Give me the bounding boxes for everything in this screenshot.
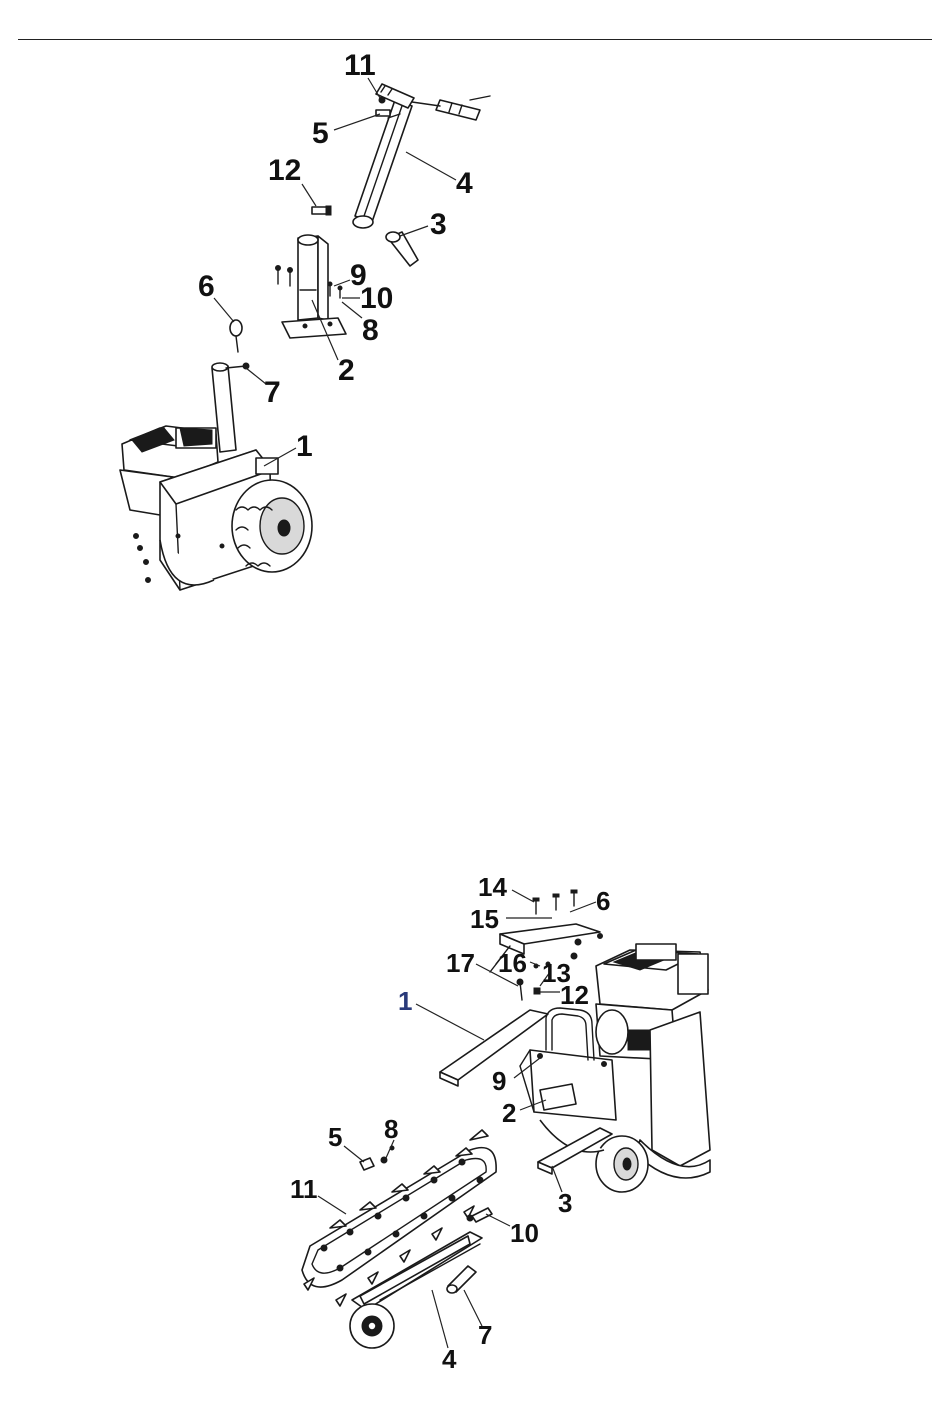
callout-14: 14	[478, 872, 507, 902]
handle-assembly-diagram: 11 5 4 12 3 9 10 8 6 2 7 1	[0, 0, 950, 620]
callout-12: 12	[560, 980, 589, 1010]
callout-4: 4	[456, 167, 473, 200]
callout-7: 7	[264, 376, 281, 409]
callout-6: 6	[596, 886, 610, 916]
callout-10: 10	[360, 282, 393, 315]
part-bolt-12	[312, 206, 331, 215]
callouts-top: 11 5 4 12 3 9 10 8 6 2 7 1	[198, 49, 473, 463]
callout-12: 12	[268, 154, 301, 187]
callout-9: 9	[492, 1066, 506, 1096]
callout-3: 3	[558, 1188, 572, 1218]
part-post-7	[212, 363, 249, 452]
part-roller-7	[447, 1266, 476, 1293]
callout-17: 17	[446, 948, 475, 978]
part-handle-base	[282, 235, 346, 338]
part-lever-3	[386, 232, 418, 266]
callout-5: 5	[312, 117, 329, 150]
part-pin-6	[230, 320, 242, 352]
boom-chain-assembly-diagram: 14 6 15 17 16 13 12 1 9 2 3 5 8 11 10 7 …	[0, 840, 950, 1400]
callout-10: 10	[510, 1218, 539, 1248]
callout-8: 8	[362, 314, 379, 347]
part-chain-hardware-5-8	[360, 1146, 394, 1170]
callout-16: 16	[498, 948, 527, 978]
callout-4: 4	[442, 1344, 457, 1374]
callout-8: 8	[384, 1114, 398, 1144]
callout-1: 1	[296, 430, 313, 463]
part-trencher-base	[120, 426, 312, 590]
callout-1: 1	[398, 986, 412, 1016]
part-handle-bar	[353, 84, 490, 228]
callout-2: 2	[338, 354, 355, 387]
callout-3: 3	[430, 208, 447, 241]
callout-7: 7	[478, 1320, 492, 1350]
callout-6: 6	[198, 270, 215, 303]
callout-15: 15	[470, 904, 499, 934]
callout-5: 5	[328, 1122, 342, 1152]
callout-2: 2	[502, 1098, 516, 1128]
callout-11: 11	[344, 49, 376, 82]
callout-11: 11	[290, 1174, 318, 1204]
leader-lines-top	[214, 78, 456, 466]
